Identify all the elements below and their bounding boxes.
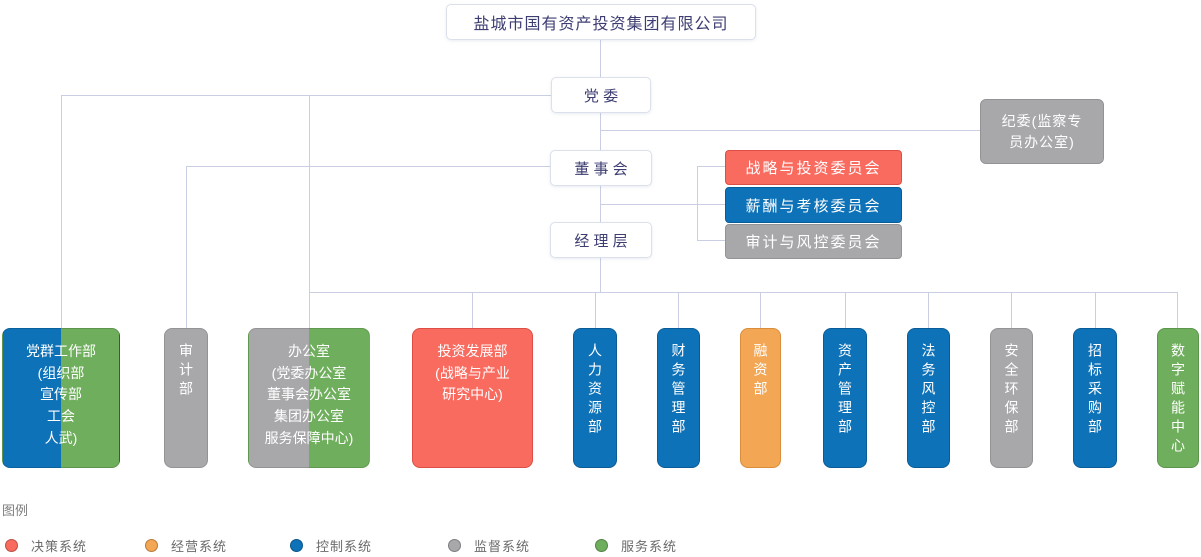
dept-label: 招标采购部 bbox=[1087, 343, 1103, 438]
connector-line bbox=[697, 166, 725, 167]
operation-system-dot-icon bbox=[145, 539, 158, 552]
discipline-committee-box: 纪委(监察专 员办公室) bbox=[980, 99, 1104, 164]
dept-label: 资产管理部 bbox=[837, 343, 853, 438]
dept-financing: 融资部 bbox=[740, 328, 781, 468]
connector-line bbox=[600, 38, 601, 77]
connector-line bbox=[600, 204, 725, 205]
committee-label: 审计与风控委员会 bbox=[745, 234, 882, 251]
company-title-box: 盐城市国有资产投资集团有限公司 bbox=[446, 4, 756, 40]
legend-item-control: 控制系统 bbox=[290, 536, 372, 555]
dept-legal-risk-control: 法务风控部 bbox=[907, 328, 950, 468]
connector-line bbox=[600, 256, 601, 292]
legend-label: 控制系统 bbox=[316, 539, 373, 554]
connector-line bbox=[186, 166, 550, 167]
dept-bidding-procurement: 招标采购部 bbox=[1073, 328, 1117, 468]
connector-line bbox=[845, 292, 846, 328]
board-of-directors-box: 董 事 会 bbox=[550, 150, 652, 186]
connector-line bbox=[186, 166, 187, 328]
connector-line bbox=[595, 292, 596, 328]
legend-item-decision: 决策系统 bbox=[5, 536, 87, 555]
connector-line bbox=[1177, 292, 1178, 328]
dept-label: 融资部 bbox=[752, 343, 769, 400]
connector-line bbox=[309, 95, 310, 328]
connector-line bbox=[600, 184, 601, 222]
dept-digital-empowerment: 数字赋能中心 bbox=[1157, 328, 1199, 468]
connector-line bbox=[309, 292, 1178, 293]
connector-line bbox=[600, 130, 980, 131]
legend-label: 经营系统 bbox=[171, 539, 228, 554]
committee-compensation-appraisal: 薪酬与考核委员会 bbox=[725, 187, 902, 223]
legend-label: 决策系统 bbox=[31, 539, 88, 554]
committee-strategy-investment: 战略与投资委员会 bbox=[725, 150, 902, 185]
committee-audit-risk-control: 审计与风控委员会 bbox=[725, 224, 902, 259]
dept-party-mass-work: 党群工作部 (组织部 宣传部 工会 人武) bbox=[2, 328, 120, 468]
dept-investment-development: 投资发展部 (战略与产业 研究中心) bbox=[412, 328, 533, 468]
connector-line bbox=[1011, 292, 1012, 328]
management-layer-label: 经 理 层 bbox=[574, 232, 628, 250]
discipline-committee-label: 纪委(监察专 员办公室) bbox=[1001, 112, 1083, 150]
dept-general-office: 办公室 (党委办公室 董事会办公室 集团办公室 服务保障中心) bbox=[248, 328, 370, 468]
company-title: 盐城市国有资产投资集团有限公司 bbox=[473, 16, 729, 33]
legend-label: 监督系统 bbox=[474, 539, 531, 554]
legend-title: 图例 bbox=[2, 503, 29, 518]
legend-item-service: 服务系统 bbox=[595, 536, 677, 555]
dept-label: 财务管理部 bbox=[670, 343, 687, 438]
dept-asset-management: 资产管理部 bbox=[823, 328, 867, 468]
dept-label: 审计部 bbox=[178, 343, 194, 400]
connector-line bbox=[697, 240, 725, 241]
dept-label: 数字赋能中心 bbox=[1170, 343, 1186, 457]
dept-finance-management: 财务管理部 bbox=[657, 328, 700, 468]
dept-label: 人力资源部 bbox=[587, 343, 603, 438]
board-of-directors-label: 董 事 会 bbox=[574, 160, 628, 178]
legend-label: 服务系统 bbox=[621, 539, 678, 554]
supervision-system-dot-icon bbox=[448, 539, 461, 552]
connector-line bbox=[697, 166, 698, 241]
committee-label: 战略与投资委员会 bbox=[745, 160, 882, 177]
connector-line bbox=[760, 292, 761, 328]
party-committee-label: 党 委 bbox=[583, 87, 619, 105]
connector-line bbox=[1095, 292, 1096, 328]
connector-line bbox=[472, 292, 473, 328]
party-committee-box: 党 委 bbox=[551, 77, 651, 113]
dept-label: 安全环保部 bbox=[1003, 343, 1020, 438]
dept-human-resources: 人力资源部 bbox=[573, 328, 617, 468]
dept-audit: 审计部 bbox=[164, 328, 208, 468]
connector-line bbox=[61, 95, 62, 328]
connector-line bbox=[678, 292, 679, 328]
legend-item-supervision: 监督系统 bbox=[448, 536, 530, 555]
connector-line bbox=[61, 95, 551, 96]
committee-label: 薪酬与考核委员会 bbox=[745, 197, 882, 215]
connector-line bbox=[928, 292, 929, 328]
management-layer-box: 经 理 层 bbox=[550, 222, 652, 258]
dept-label: 法务风控部 bbox=[920, 343, 937, 438]
control-system-dot-icon bbox=[290, 539, 303, 552]
service-system-dot-icon bbox=[595, 539, 608, 552]
dept-safety-environment: 安全环保部 bbox=[990, 328, 1033, 468]
legend-item-operation: 经营系统 bbox=[145, 536, 227, 555]
decision-system-dot-icon bbox=[5, 539, 18, 552]
